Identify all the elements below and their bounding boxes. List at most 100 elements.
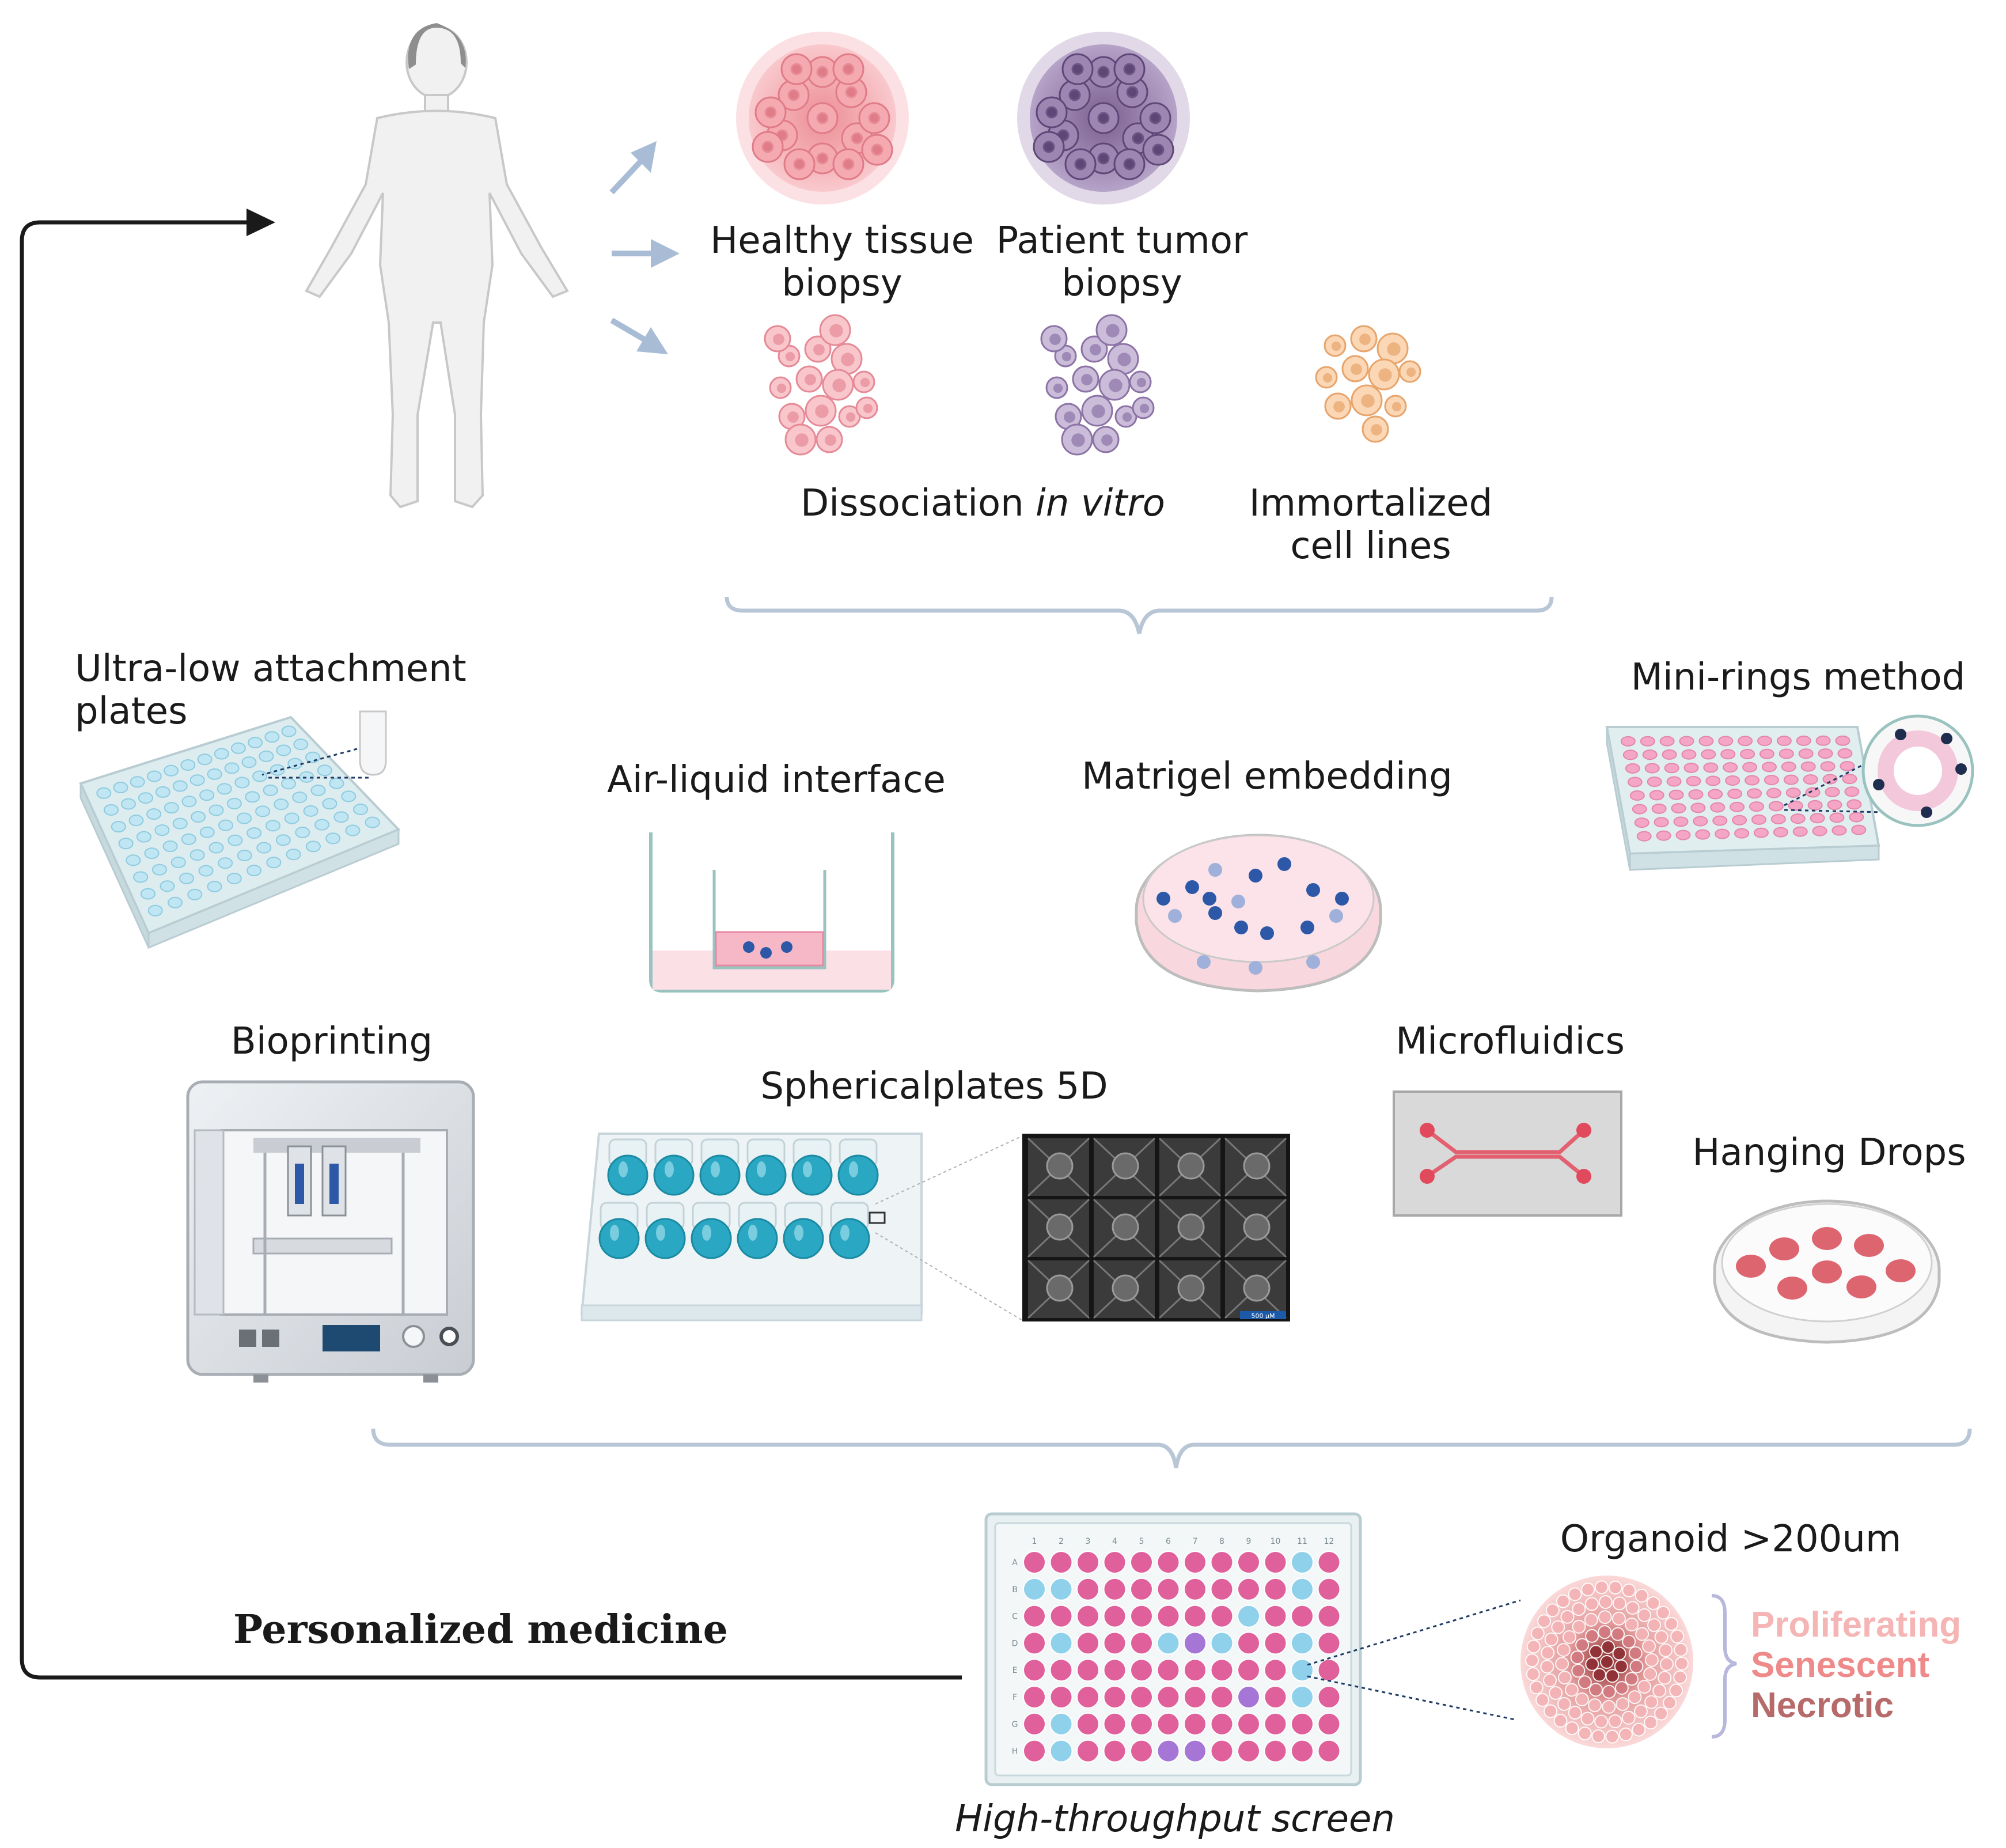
well (783, 1218, 824, 1259)
organoid-dot (1197, 955, 1211, 969)
plate-well (1317, 1739, 1341, 1763)
well (1842, 774, 1857, 785)
organoid-dot (1260, 926, 1274, 940)
plate-well (1156, 1551, 1180, 1574)
dissociated-healthy-cells-icon (764, 314, 878, 456)
plate-well (1184, 1551, 1207, 1574)
nucleus (1139, 403, 1150, 414)
organoid-dot (1335, 892, 1349, 906)
well (1705, 775, 1721, 786)
well (208, 804, 224, 816)
organoid-cell (1540, 1660, 1554, 1674)
well (155, 786, 170, 798)
tumor-tissue-icon (1017, 32, 1190, 205)
air-liquid-label: Air-liquid interface (607, 759, 946, 801)
organoid-cell (1622, 1634, 1636, 1649)
nucleus (790, 63, 803, 75)
well (1738, 736, 1753, 747)
well (1629, 790, 1645, 801)
well (1662, 749, 1677, 760)
well (1818, 748, 1833, 759)
organoid-cell (1669, 1683, 1683, 1698)
well (1734, 828, 1750, 839)
well (353, 804, 369, 816)
nucleus (1109, 378, 1123, 392)
organoid-cell (1588, 1645, 1603, 1659)
well (245, 791, 260, 803)
organoid-cell (1530, 1626, 1545, 1641)
well (218, 819, 233, 831)
organoid-cell (1605, 1669, 1620, 1683)
organoid-cell (1673, 1670, 1688, 1684)
plate-col-label: 10 (1271, 1537, 1281, 1546)
well (1812, 825, 1827, 836)
plate-row-label: A (1012, 1558, 1018, 1567)
well (266, 857, 282, 869)
organoid-cell (1545, 1603, 1560, 1618)
hanging-drops-dish-icon (1713, 1199, 1941, 1344)
nucleus (1081, 374, 1093, 385)
well (1781, 762, 1796, 772)
organoid-cell (1537, 1614, 1551, 1629)
nucleus (1132, 132, 1144, 145)
plate-well (1076, 1604, 1099, 1628)
well (305, 840, 321, 853)
well (1776, 736, 1792, 747)
organoid-dot (1208, 906, 1222, 920)
well (247, 827, 262, 839)
well (829, 1218, 870, 1259)
nucleus (787, 89, 800, 101)
organoid-cell (1543, 1673, 1557, 1687)
nucleus (773, 334, 784, 345)
nucleus (761, 141, 774, 153)
nucleus (868, 112, 881, 124)
plate-well (1076, 1658, 1099, 1682)
well (162, 840, 178, 853)
nucleus (1391, 402, 1402, 412)
nucleus (1061, 351, 1072, 362)
organoid-cell (1564, 1683, 1579, 1697)
organoid-cell (1553, 1714, 1568, 1728)
organoid-cell (1634, 1704, 1648, 1718)
plate-well (1210, 1604, 1234, 1628)
healthy-tissue-icon (736, 32, 909, 205)
organoid-dot (1231, 895, 1245, 908)
plate-row-label: D (1012, 1639, 1018, 1648)
plate-well (1291, 1604, 1314, 1628)
plate-well (1023, 1631, 1046, 1655)
plate-well (1103, 1604, 1127, 1628)
spheroid (1112, 1213, 1139, 1241)
ultra-low-plate-icon (79, 710, 401, 949)
well (1747, 788, 1762, 799)
organoid-cell (1526, 1667, 1540, 1682)
well (1751, 814, 1766, 825)
organoid-cell (1625, 1618, 1639, 1632)
plate-well (1264, 1631, 1287, 1655)
spheroid (1177, 1213, 1205, 1241)
nucleus (1090, 344, 1101, 355)
plate-well (1103, 1712, 1127, 1736)
microfluidics-label: Microfluidics (1396, 1020, 1625, 1063)
plate-col-label: 6 (1166, 1537, 1171, 1546)
organoid-cell (1560, 1610, 1575, 1624)
well (1759, 748, 1774, 759)
organoid-cell (1594, 1580, 1609, 1595)
bioprinting-label: Bioprinting (230, 1020, 433, 1063)
bottom-bracket (371, 1428, 1972, 1468)
well (1636, 831, 1652, 842)
well (1688, 789, 1704, 800)
legend-senescent: Senescent (1751, 1645, 1930, 1685)
organoid-cell (1670, 1629, 1685, 1643)
spheroid (1046, 1274, 1074, 1302)
well (286, 849, 301, 861)
microfluidics-chip-icon (1393, 1090, 1622, 1217)
well (1644, 763, 1660, 774)
organoid-cell (1616, 1697, 1630, 1711)
nucleus (816, 112, 829, 124)
organoid-cell (1592, 1668, 1606, 1682)
plate-well (1076, 1551, 1099, 1574)
plate-well (1237, 1686, 1260, 1709)
